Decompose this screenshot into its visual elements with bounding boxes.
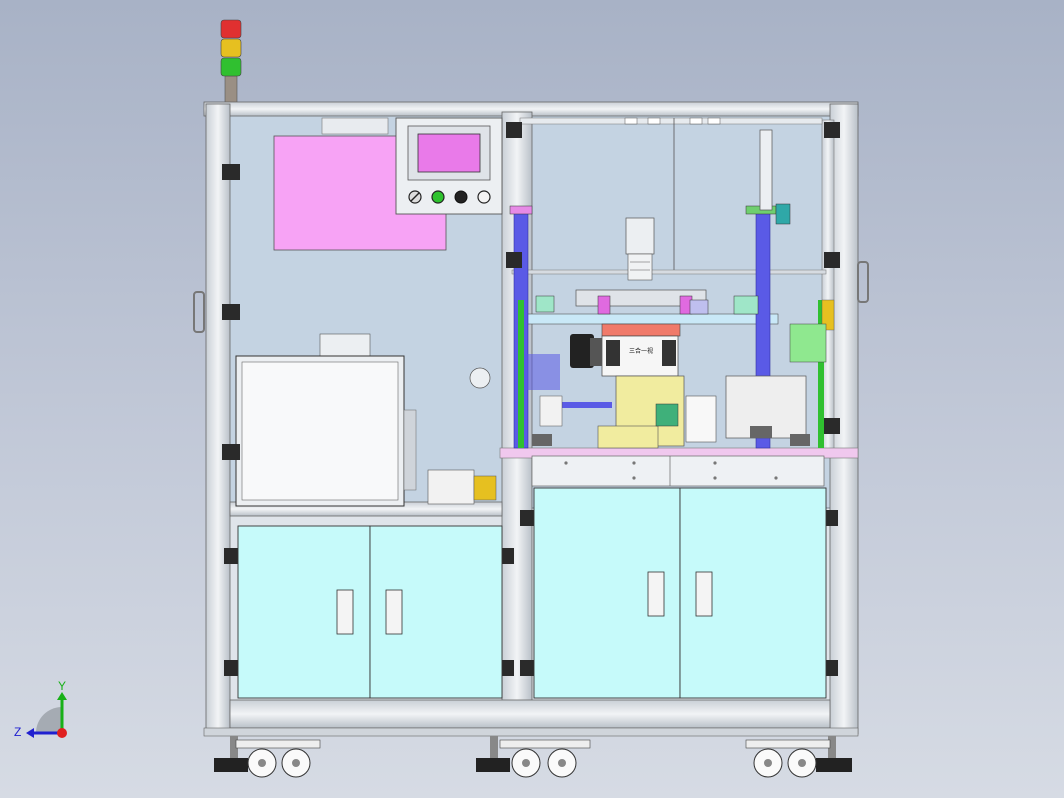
stop-button[interactable] (454, 190, 468, 204)
signal-red-light (220, 19, 242, 39)
z-axis-label: Z (14, 725, 21, 739)
axis-triad: Y Z (14, 679, 67, 739)
upper-guide-rail (511, 269, 827, 275)
left-door-handle[interactable] (193, 291, 205, 333)
right-deck-plate (531, 455, 825, 487)
module-label: 三合一视 (629, 347, 653, 355)
left-upright (205, 103, 231, 735)
hmi-control-box (395, 117, 503, 215)
door-handle-1[interactable] (336, 589, 354, 635)
carriage-plate (525, 313, 779, 325)
axis-origin (57, 728, 67, 738)
door-handle-3[interactable] (647, 571, 665, 617)
reset-button[interactable] (477, 190, 491, 204)
caster-right (745, 736, 852, 778)
start-button[interactable] (431, 190, 445, 204)
hmi-screen[interactable] (417, 133, 481, 173)
door-handle-2[interactable] (385, 589, 403, 635)
servo-motor (625, 217, 655, 281)
caster-middle (476, 736, 591, 778)
vision-camera-module: 三合一视 (570, 323, 681, 377)
signal-green-light (220, 57, 242, 77)
base-beam (229, 699, 831, 729)
y-axis-label: Y (58, 679, 66, 693)
right-door-handle[interactable] (857, 261, 869, 303)
cabinet-doors (237, 487, 827, 699)
inspection-chamber (235, 333, 560, 507)
door-handle-4[interactable] (695, 571, 713, 617)
caster-left (214, 736, 321, 778)
right-cylinder (759, 129, 773, 211)
signal-yellow-light (220, 38, 242, 58)
signal-tower (220, 19, 242, 105)
yellow-fixture (532, 375, 810, 449)
top-mounting-plate (519, 117, 823, 272)
